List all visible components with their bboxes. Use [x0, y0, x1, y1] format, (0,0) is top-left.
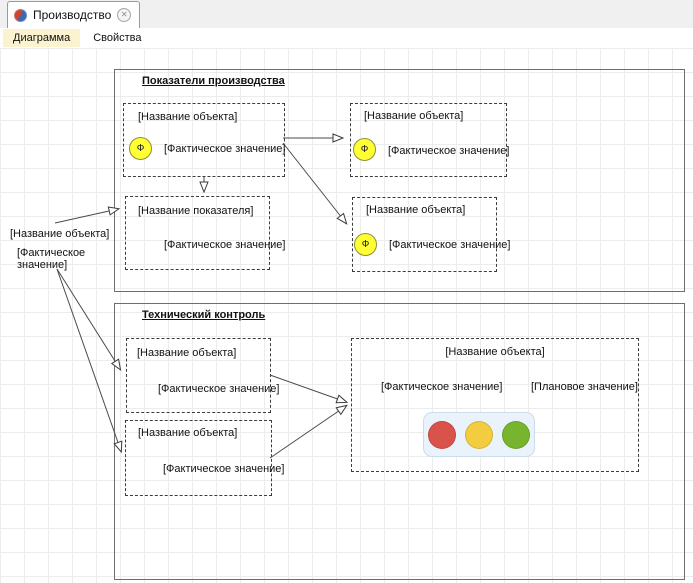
node-name-label: [Название показателя]: [138, 205, 254, 217]
traffic-red-icon: [428, 420, 456, 449]
node-object-f[interactable]: [Название объекта] [Фактическое значение…: [125, 420, 284, 496]
node-name-label: [Название объекта]: [364, 110, 464, 122]
node-name-label: [Название объекта]: [138, 111, 238, 123]
free-actual-value-label[interactable]: [Фактическое значение]: [17, 247, 86, 271]
node-name-label: [Название объекта]: [445, 346, 545, 358]
node-object-c[interactable]: [Название объекта] Ф [Фактическое значен…: [352, 197, 510, 272]
group-title: Показатели производства: [142, 75, 285, 87]
actual-value-label: [Фактическое значение]: [164, 239, 286, 251]
actual-value-label: [Фактическое значение]: [158, 383, 280, 395]
fact-badge-icon: Ф: [354, 233, 377, 256]
actual-value-label: [Фактическое значение]: [381, 381, 503, 393]
node-name-label: [Название объекта]: [366, 204, 466, 216]
node-name-label: [Название объекта]: [138, 427, 238, 439]
node-indicator[interactable]: [Название показателя] [Фактическое значе…: [125, 196, 285, 270]
actual-value-label: [Фактическое значение]: [163, 463, 285, 475]
traffic-yellow-icon: [465, 420, 493, 449]
planned-value-label: [Плановое значение]: [531, 381, 638, 393]
group-production-indicators[interactable]: Показатели производства: [114, 69, 685, 292]
actual-value-label: [Фактическое значение]: [164, 143, 286, 155]
diagram-canvas[interactable]: Показатели производства Технический конт…: [0, 48, 693, 583]
arrow-free-to-f: [56, 268, 123, 454]
arrow-free-to-d: [54, 206, 121, 224]
traffic-light-panel: [423, 412, 535, 457]
tab-title: Производство: [33, 8, 112, 22]
free-object-name-label[interactable]: [Название объекта]: [10, 228, 110, 240]
menu-item-properties[interactable]: Свойства: [93, 32, 142, 44]
pie-chart-icon: [14, 8, 27, 22]
node-object-a[interactable]: [Название объекта] Ф [Фактическое значен…: [123, 103, 285, 177]
close-icon[interactable]: ✕: [117, 8, 132, 22]
actual-value-label: [Фактическое значение]: [389, 239, 511, 251]
menu-item-diagram[interactable]: Диаграмма: [3, 29, 81, 47]
node-object-b[interactable]: [Название объекта] Ф [Фактическое значен…: [350, 103, 510, 177]
fact-badge-icon: Ф: [353, 138, 376, 161]
group-title: Технический контроль: [142, 309, 266, 321]
node-object-traffic[interactable]: [Название объекта] [Фактическое значение…: [351, 338, 639, 472]
node-name-label: [Название объекта]: [137, 347, 237, 359]
tab-bar: Производство ✕: [0, 0, 693, 28]
fact-badge-icon: Ф: [129, 137, 152, 160]
actual-value-label: [Фактическое значение]: [388, 145, 510, 157]
tab-production[interactable]: Производство ✕: [7, 1, 141, 28]
node-object-e[interactable]: [Название объекта] [Фактическое значение…: [126, 338, 279, 413]
arrow-free-to-e: [56, 268, 122, 371]
menu-bar: Диаграмма Свойства: [0, 28, 693, 49]
traffic-green-icon: [502, 420, 530, 449]
